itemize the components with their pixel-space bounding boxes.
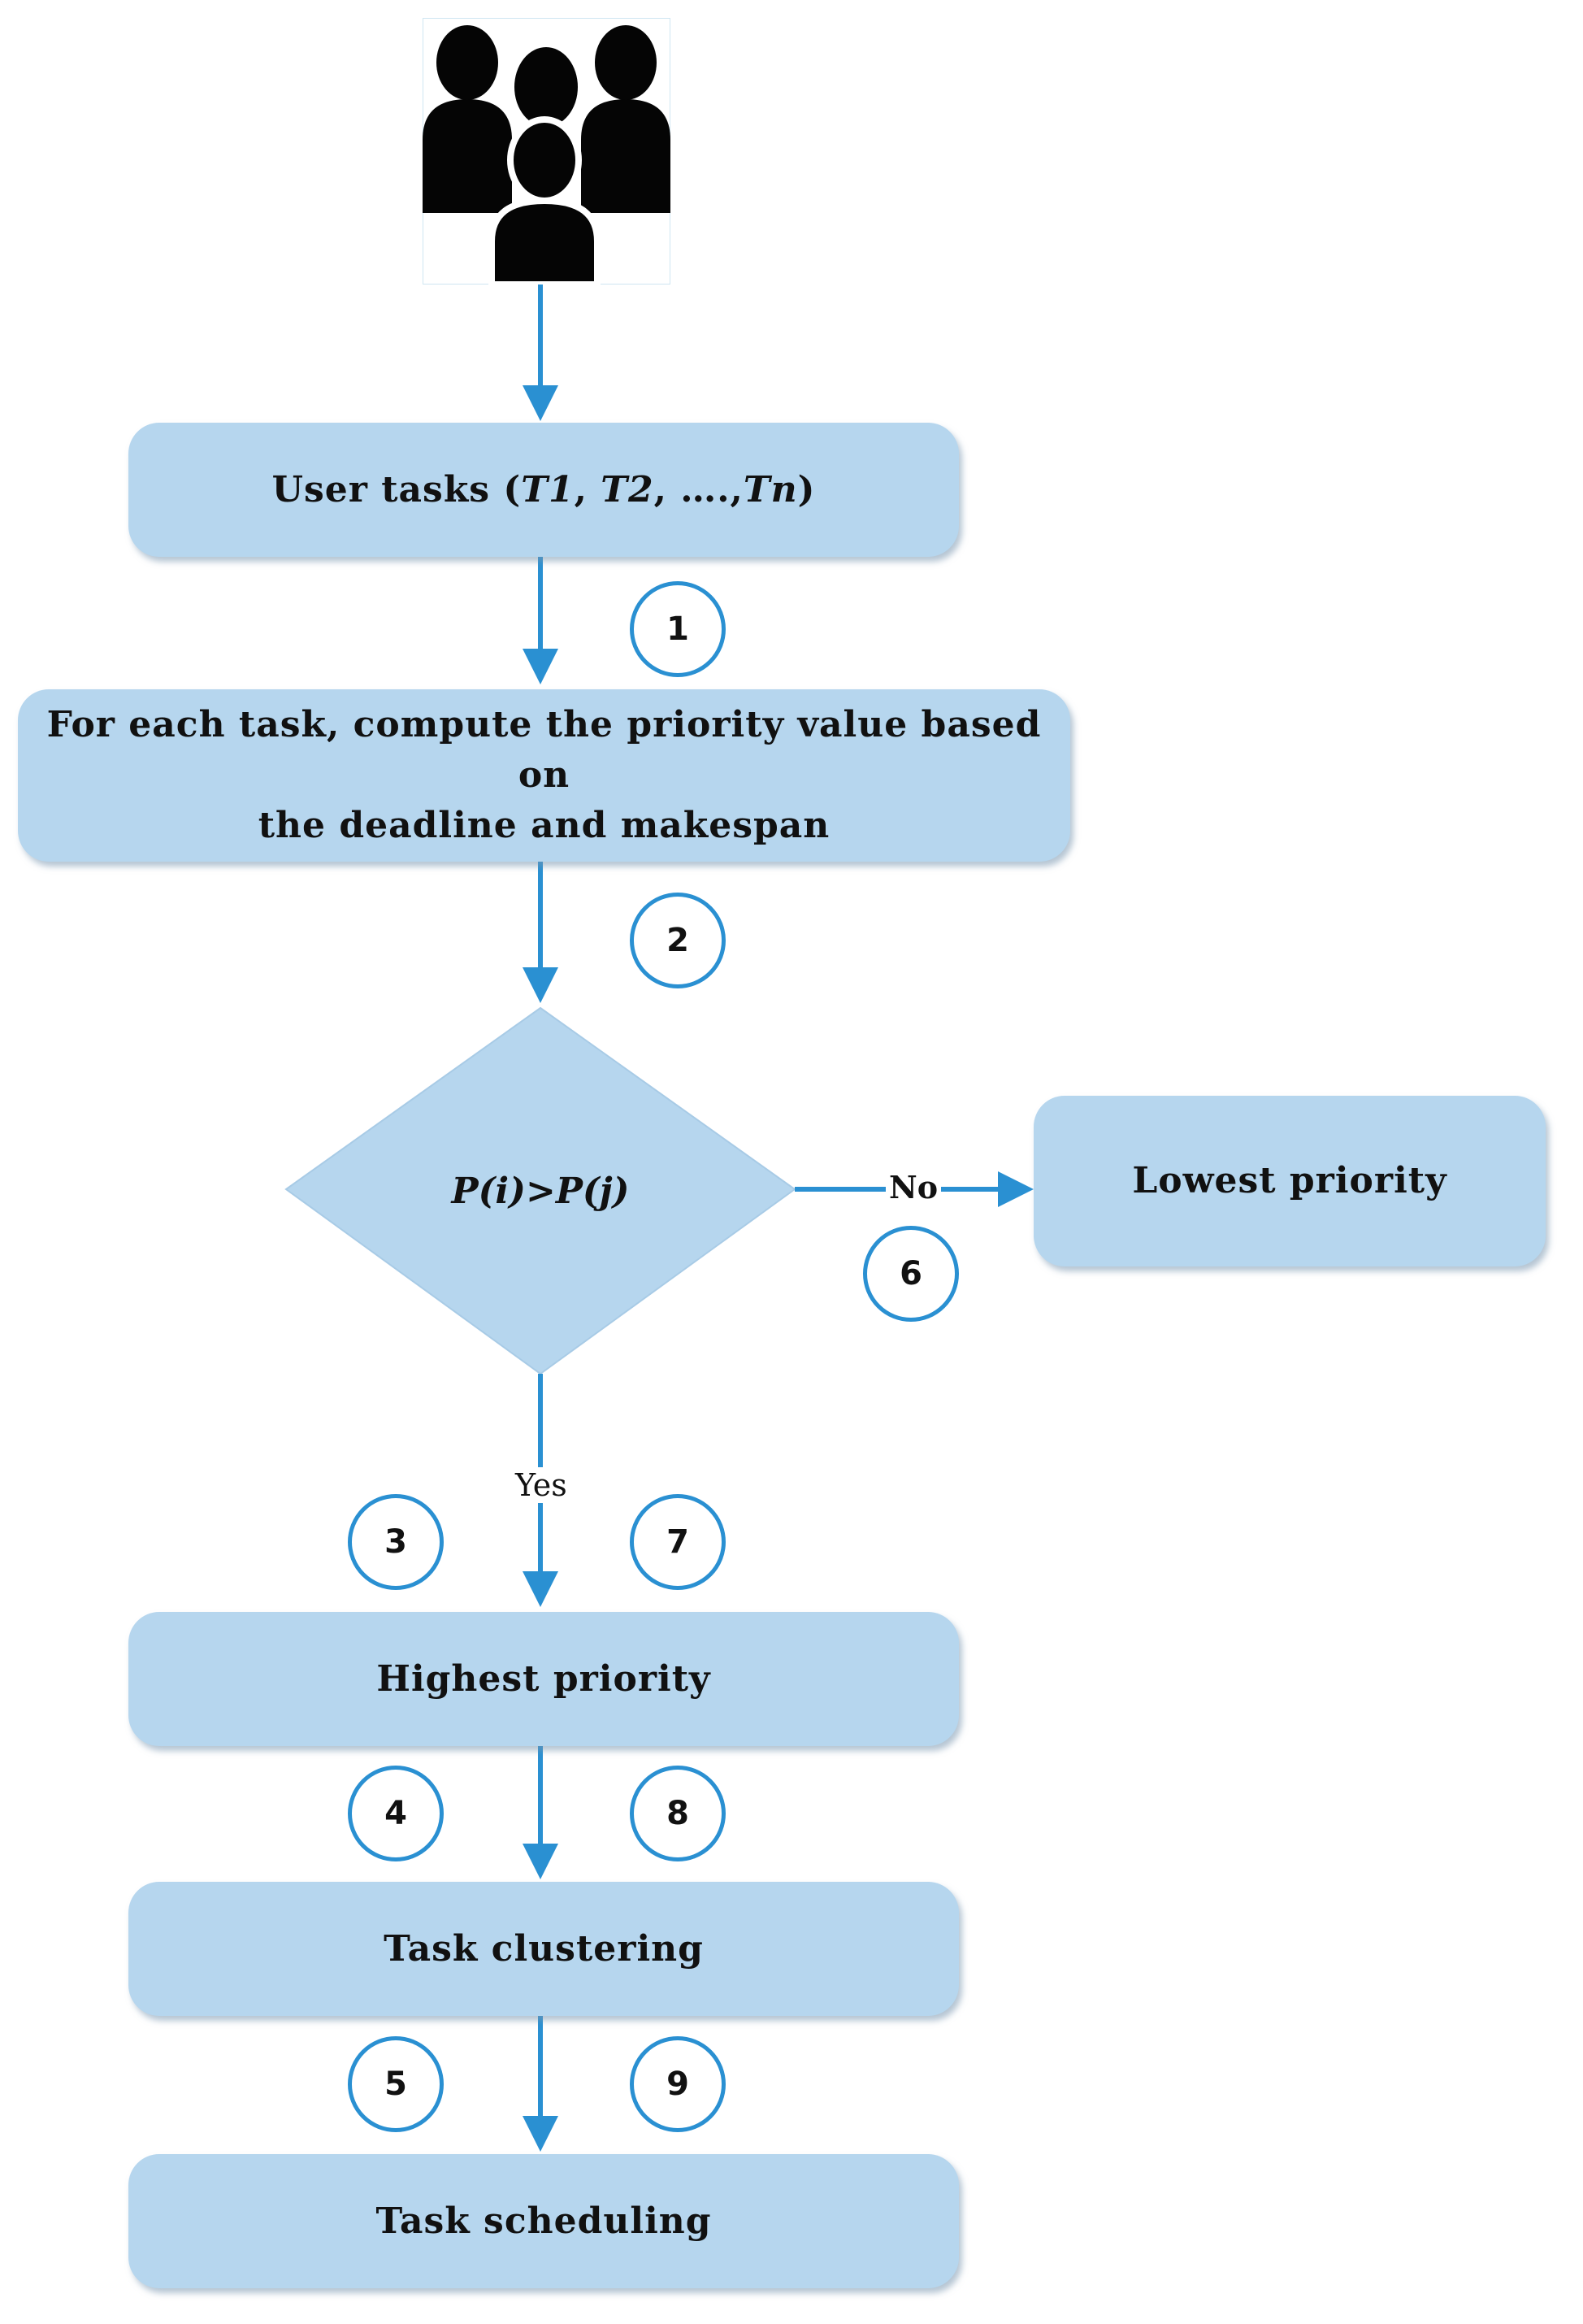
compute-priority-line1: For each task, compute the priority valu… xyxy=(46,704,1042,796)
edge-label-yes: Yes xyxy=(512,1467,570,1503)
arrowhead xyxy=(523,1844,558,1879)
node-lowest-priority: Lowest priority xyxy=(1034,1096,1546,1266)
step-circle-2: 2 xyxy=(630,893,726,988)
step-circle-3: 3 xyxy=(348,1494,444,1590)
node-highest-priority: Highest priority xyxy=(128,1612,959,1746)
users-group-icon xyxy=(423,25,670,285)
node-task-clustering: Task clustering xyxy=(128,1882,959,2016)
lowest-priority-label: Lowest priority xyxy=(1132,1160,1447,1201)
step-circle-9: 9 xyxy=(630,2036,726,2132)
step-circle-5: 5 xyxy=(348,2036,444,2132)
step-circle-8: 8 xyxy=(630,1766,726,1861)
node-task-scheduling: Task scheduling xyxy=(128,2154,959,2288)
decision-label: P(i)>P(j) xyxy=(451,1170,630,1212)
edge-label-no: No xyxy=(886,1169,942,1205)
arrowhead xyxy=(523,2116,558,2152)
step-circle-7: 7 xyxy=(630,1494,726,1590)
arrowhead xyxy=(523,649,558,684)
task-clustering-label: Task clustering xyxy=(384,1927,704,1970)
user-tasks-label: User tasks (T1, T2, ….,Tn) xyxy=(271,468,816,510)
arrowhead xyxy=(523,967,558,1003)
step-circle-6: 6 xyxy=(863,1226,959,1322)
highest-priority-label: Highest priority xyxy=(376,1657,711,1700)
step-circle-4: 4 xyxy=(348,1766,444,1861)
arrowhead xyxy=(523,1571,558,1607)
arrowhead xyxy=(523,385,558,421)
task-scheduling-label: Task scheduling xyxy=(375,2200,712,2242)
arrowhead xyxy=(998,1171,1034,1207)
compute-priority-line2: the deadline and makespan xyxy=(258,805,831,846)
node-compute-priority: For each task, compute the priority valu… xyxy=(18,689,1070,862)
node-user-tasks: User tasks (T1, T2, ….,Tn) xyxy=(128,423,959,557)
step-circle-1: 1 xyxy=(630,581,726,677)
